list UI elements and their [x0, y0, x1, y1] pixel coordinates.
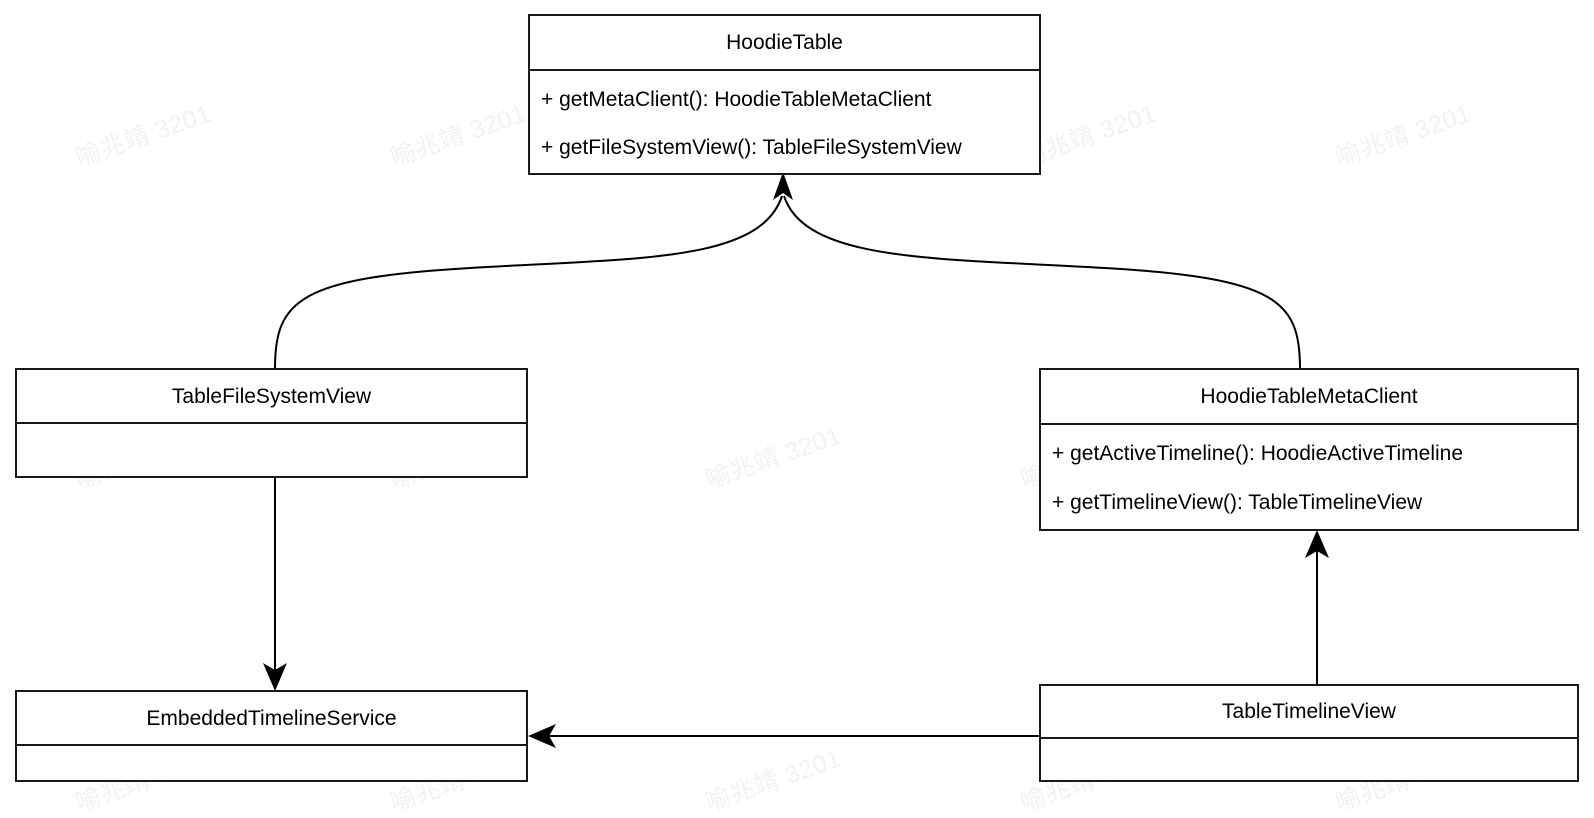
class-members-embedded-timeline-service [17, 746, 526, 782]
arrowhead-into-embeddedtimelineservice-right [528, 724, 556, 748]
class-box-embedded-timeline-service[interactable]: EmbeddedTimelineService [15, 690, 528, 782]
class-member: + getActiveTimeline(): HoodieActiveTimel… [1052, 442, 1464, 465]
class-members-table-timeline-view [1041, 739, 1577, 782]
class-name-embedded-timeline-service: EmbeddedTimelineService [146, 706, 397, 730]
class-name-hoodie-table-meta-client: HoodieTableMetaClient [1200, 385, 1418, 408]
watermark-text: 喻兆靖 3201 [701, 744, 845, 818]
class-divider [17, 422, 526, 424]
class-member: + getFileSystemView(): TableFileSystemVi… [541, 135, 962, 159]
connector-hoodietablemetaclient-to-hoodietable [783, 195, 1301, 369]
class-members-table-file-system-view [17, 424, 526, 478]
arrowhead-into-embeddedtimelineservice-top [263, 663, 287, 691]
watermark-text: 喻兆靖 3201 [71, 99, 215, 173]
class-name-table-timeline-view: TableTimelineView [1222, 700, 1396, 723]
class-box-hoodie-table-meta-client[interactable]: HoodieTableMetaClient + getActiveTimelin… [1039, 368, 1579, 531]
watermark-text: 喻兆靖 3201 [386, 99, 530, 173]
class-divider [17, 744, 526, 746]
watermark-text: 喻兆靖 3201 [1331, 99, 1475, 173]
class-members-hoodie-table-meta-client: + getActiveTimeline(): HoodieActiveTimel… [1041, 425, 1577, 531]
connector-tablefilesystemview-to-hoodietable [274, 195, 783, 369]
class-name-hoodie-table: HoodieTable [726, 31, 843, 54]
class-box-table-timeline-view[interactable]: TableTimelineView [1039, 684, 1579, 782]
class-members-hoodie-table: + getMetaClient(): HoodieTableMetaClient… [530, 71, 1039, 175]
class-divider [1041, 423, 1577, 425]
class-box-table-file-system-view[interactable]: TableFileSystemView [15, 368, 528, 478]
class-name-table-file-system-view: TableFileSystemView [171, 384, 372, 408]
class-member: + getMetaClient(): HoodieTableMetaClient [541, 87, 932, 111]
arrowhead-into-hoodietablemetaclient-bottom [1305, 530, 1329, 558]
class-member: + getTimelineView(): TableTimelineView [1052, 491, 1423, 514]
class-divider [1041, 737, 1577, 739]
class-divider [530, 69, 1039, 71]
class-box-hoodie-table[interactable]: HoodieTable + getMetaClient(): HoodieTab… [528, 14, 1041, 175]
arrowhead-into-hoodietable [773, 172, 793, 200]
watermark-text: 喻兆靖 3201 [701, 421, 845, 495]
